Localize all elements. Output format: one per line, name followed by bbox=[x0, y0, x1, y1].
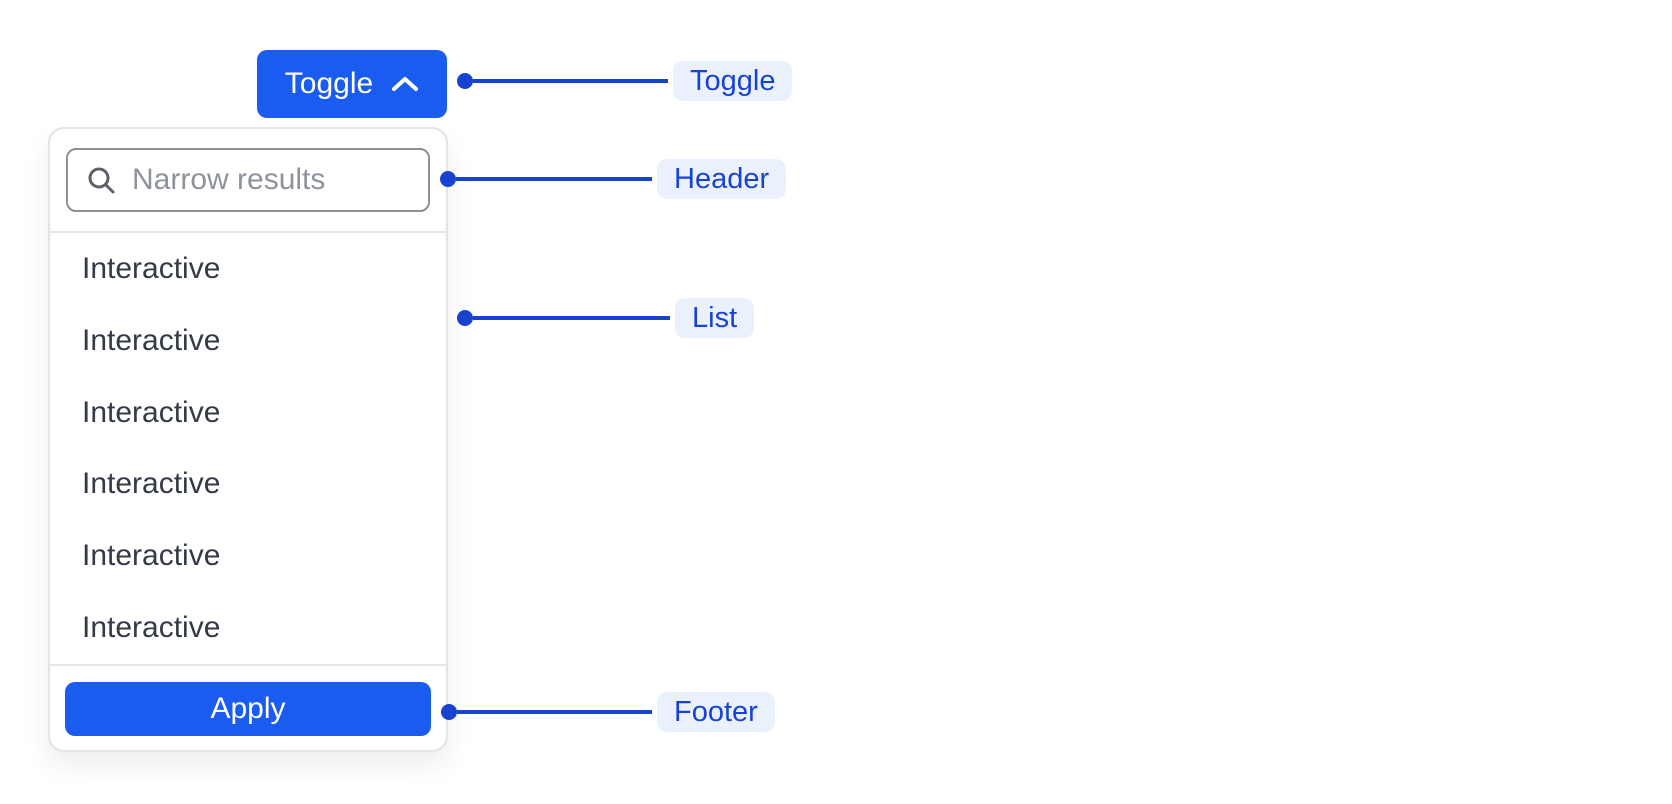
list-item[interactable]: Interactive bbox=[82, 251, 221, 285]
annotation-toggle: Toggle bbox=[457, 61, 793, 101]
annotation-label-list: List bbox=[675, 298, 755, 338]
annotation-dot bbox=[440, 171, 456, 187]
annotation-dot bbox=[457, 73, 473, 89]
chevron-up-icon bbox=[391, 76, 419, 92]
search-box[interactable] bbox=[66, 148, 430, 212]
popover-footer: Apply bbox=[50, 664, 446, 750]
annotation-line bbox=[473, 79, 668, 83]
annotation-line bbox=[457, 710, 652, 714]
toggle-button[interactable]: Toggle bbox=[257, 50, 447, 118]
list-item[interactable]: Interactive bbox=[82, 539, 221, 573]
list-item[interactable]: Interactive bbox=[82, 611, 221, 645]
annotation-label-header: Header bbox=[657, 159, 787, 199]
annotation-line bbox=[456, 177, 652, 181]
annotation-footer: Footer bbox=[441, 692, 775, 732]
list-item[interactable]: Interactive bbox=[82, 467, 221, 501]
annotation-label-footer: Footer bbox=[657, 692, 775, 732]
toggle-button-label: Toggle bbox=[284, 67, 374, 100]
annotation-dot bbox=[441, 704, 457, 720]
annotation-list: List bbox=[457, 298, 755, 338]
search-icon bbox=[86, 165, 116, 195]
annotation-label-toggle: Toggle bbox=[673, 61, 793, 101]
list-item[interactable]: Interactive bbox=[82, 395, 221, 429]
header-divider bbox=[50, 231, 446, 233]
options-list: Interactive Interactive Interactive Inte… bbox=[50, 233, 446, 664]
apply-button[interactable]: Apply bbox=[65, 682, 431, 736]
search-input[interactable] bbox=[132, 163, 410, 197]
popover-header bbox=[50, 129, 446, 231]
list-item[interactable]: Interactive bbox=[82, 323, 221, 357]
popover-panel: Interactive Interactive Interactive Inte… bbox=[48, 127, 448, 752]
annotation-line bbox=[473, 316, 670, 320]
annotation-header: Header bbox=[440, 159, 787, 199]
annotation-dot bbox=[457, 310, 473, 326]
